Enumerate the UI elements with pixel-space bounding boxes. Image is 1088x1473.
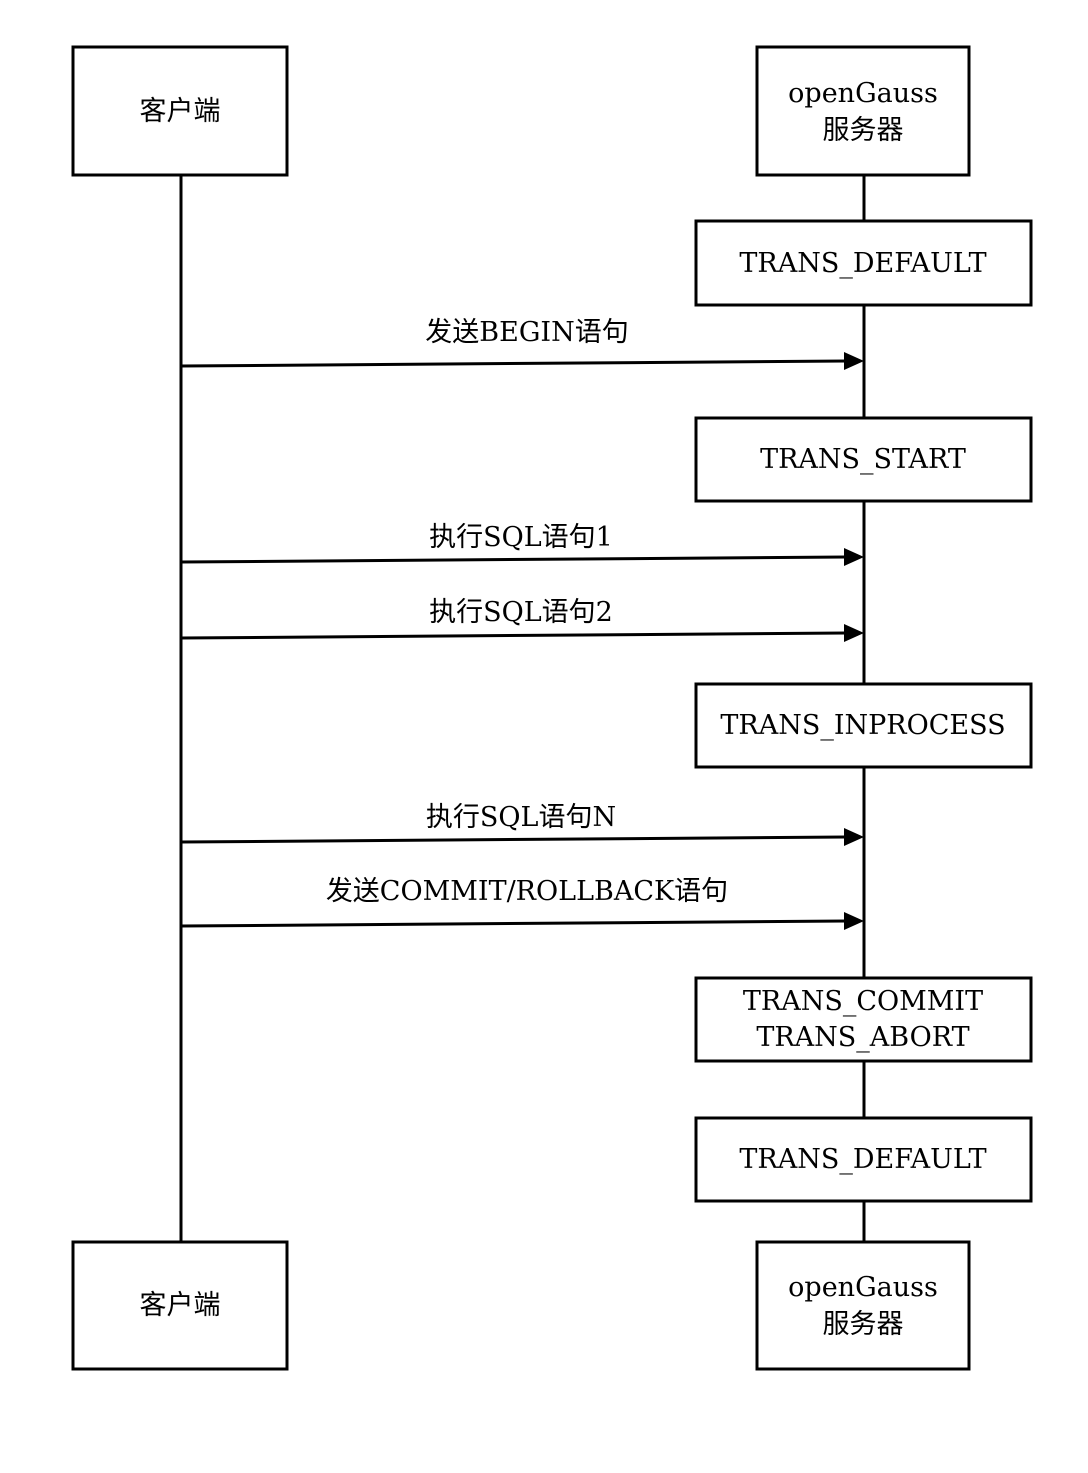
message-arrow-line [180,631,847,640]
state-label: TRANS_INPROCESS [720,710,1005,741]
arrowhead-icon [844,548,864,566]
arrowhead-icon [844,352,864,370]
state-box-trans-default-2: TRANS_DEFAULT [694,1116,1033,1203]
message-label: 发送COMMIT/ROLLBACK语句 [326,876,728,907]
client-top-box: 客户端 [71,45,289,177]
state-box-trans-start: TRANS_START [694,416,1033,503]
client-bottom-label: 客户端 [140,1290,221,1321]
state-label: TRANS_START [760,444,966,475]
message-label: 执行SQL语句2 [429,597,613,628]
message-sql-2: 执行SQL语句2 [180,597,864,642]
message-begin: 发送BEGIN语句 [180,317,864,370]
state-box-trans-default-1: TRANS_DEFAULT [694,219,1033,307]
client-top-label: 客户端 [140,96,221,127]
message-arrow-line [180,919,847,928]
state-label: TRANS_DEFAULT [739,248,986,279]
message-sql-n: 执行SQL语句N [180,802,864,846]
state-label-line1: TRANS_COMMIT [743,986,983,1017]
state-label: TRANS_DEFAULT [739,1144,986,1175]
message-arrow-line [180,359,847,368]
arrowhead-icon [844,624,864,642]
server-top-label-line1: openGauss [788,78,938,109]
server-bottom-label-line1: openGauss [788,1272,938,1303]
state-box-trans-inprocess: TRANS_INPROCESS [694,682,1033,769]
message-label: 执行SQL语句N [426,802,616,833]
state-box-trans-commit-abort: TRANS_COMMIT TRANS_ABORT [694,976,1033,1063]
arrowhead-icon [844,912,864,930]
message-sql-1: 执行SQL语句1 [180,522,864,566]
message-label: 执行SQL语句1 [429,522,613,553]
message-label: 发送BEGIN语句 [425,317,628,348]
server-top-box: openGauss 服务器 [755,45,971,177]
arrowhead-icon [844,828,864,846]
message-arrow-line [180,835,847,844]
server-bottom-box: openGauss 服务器 [755,1240,971,1371]
client-bottom-box: 客户端 [71,1240,289,1371]
message-commit-rollback: 发送COMMIT/ROLLBACK语句 [180,876,864,930]
server-top-label-line2: 服务器 [823,115,904,146]
server-bottom-label-line2: 服务器 [823,1309,904,1340]
message-arrow-line [180,555,847,564]
state-label-line2: TRANS_ABORT [756,1022,969,1053]
